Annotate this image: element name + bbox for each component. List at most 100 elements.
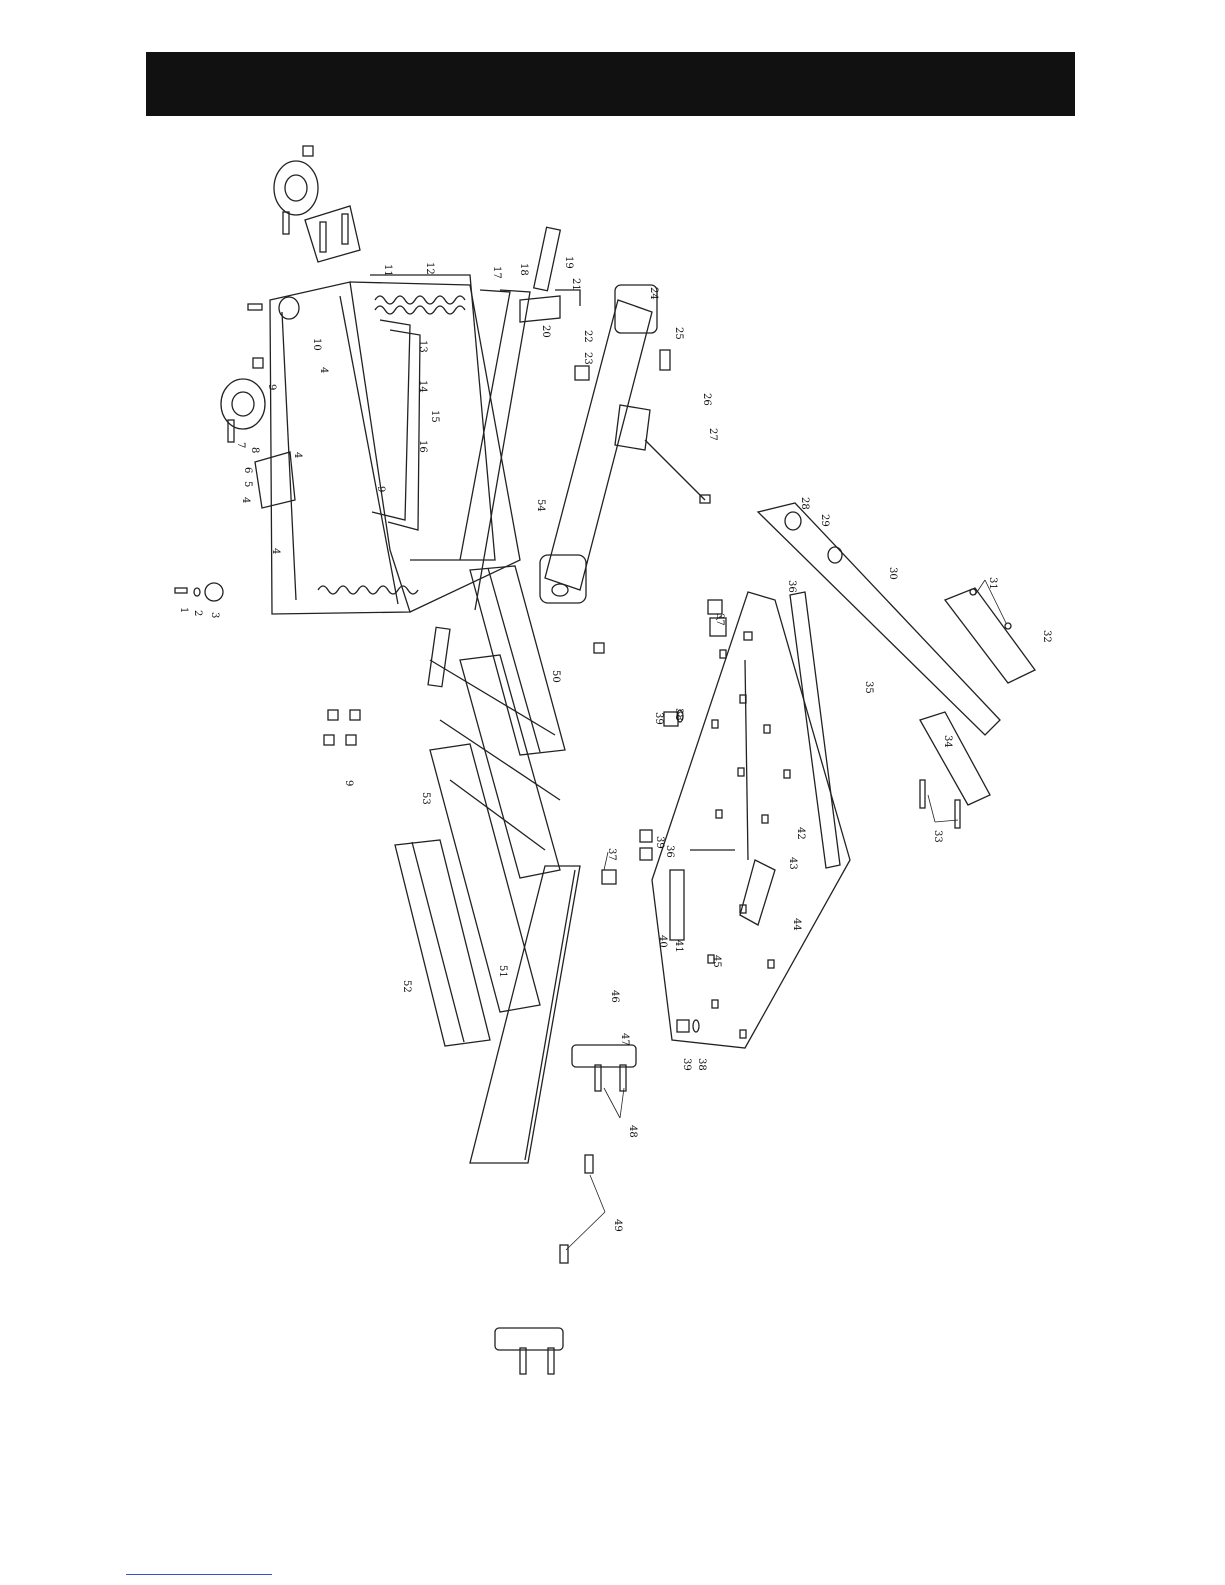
dot-31-a (970, 589, 976, 595)
part-label-19: 19 (563, 256, 574, 269)
frame-lattice-b (440, 720, 560, 800)
plate-46 (470, 866, 580, 1163)
plate-cutout-44 (740, 860, 775, 925)
frame-50-inner (488, 568, 540, 752)
frame-lattice-c (450, 780, 545, 850)
frame-52-inner (412, 842, 464, 1042)
leader-lines (566, 580, 1006, 1250)
part-label-39: 39 (681, 1058, 692, 1071)
caster-bolt-b (342, 214, 348, 244)
frame-52 (395, 840, 490, 1046)
nut-mid (253, 358, 263, 368)
part-label-34: 34 (942, 735, 953, 748)
nuts-9 (324, 710, 360, 745)
detail-block (495, 1328, 563, 1350)
part-label-42: 42 (795, 827, 806, 840)
part-label-5: 5 (242, 481, 253, 487)
detail-bolt-b (548, 1348, 554, 1374)
drawing-lines (175, 146, 1035, 1374)
part-label-47: 47 (619, 1033, 630, 1046)
spring-top (375, 296, 465, 314)
wheel-top (274, 161, 318, 215)
clip-34 (920, 712, 990, 805)
part-label-9: 9 (343, 780, 354, 786)
foot-washer (194, 588, 200, 596)
part-label-54: 54 (535, 499, 546, 512)
knob-29 (828, 547, 842, 563)
part-label-29: 29 (819, 514, 830, 527)
bolt-48-a (595, 1065, 601, 1091)
rod-27 (645, 440, 705, 500)
part-label-46: 46 (609, 990, 620, 1003)
pin-pair (594, 643, 604, 653)
part-label-31: 31 (987, 577, 998, 590)
tube-19 (534, 227, 561, 291)
pin-49-b (560, 1245, 568, 1263)
part-label-49: 49 (612, 1219, 623, 1232)
knob-28 (785, 512, 801, 530)
pin-49-a (585, 1155, 593, 1173)
part-label-8: 8 (249, 447, 260, 453)
knobs-37-39 (602, 600, 726, 1032)
pad-32 (945, 588, 1035, 683)
pin-33-b (955, 800, 960, 828)
part-label-35: 35 (863, 681, 874, 694)
bolt-48-b (620, 1065, 626, 1091)
frame-channel (350, 282, 520, 612)
slider-bar-14 (388, 330, 420, 530)
part-label-28: 28 (799, 497, 810, 510)
part-label-11: 11 (382, 264, 393, 277)
part-label-38: 38 (673, 708, 684, 721)
part-label-36: 36 (664, 845, 675, 858)
caster-bolt-a (320, 222, 326, 252)
part-label-50: 50 (550, 670, 561, 683)
foot-bolt (175, 588, 187, 593)
bar-41 (670, 870, 684, 940)
part-label-37: 37 (714, 613, 725, 626)
nut-top (303, 146, 313, 156)
part-label-20: 20 (540, 325, 551, 338)
part-label-41: 41 (673, 940, 684, 953)
part-label-38: 38 (696, 1058, 707, 1071)
part-label-12: 12 (424, 262, 435, 275)
part-label-32: 32 (1041, 630, 1052, 643)
part-label-45: 45 (711, 955, 722, 968)
sleeve-26 (615, 405, 650, 450)
main-frame-outer (270, 282, 410, 614)
part-label-51: 51 (497, 965, 508, 978)
pin-21 (555, 290, 580, 306)
part-label-48: 48 (627, 1125, 638, 1138)
part-label-15: 15 (429, 410, 440, 423)
part-label-4: 4 (318, 367, 329, 373)
footer-rule (126, 1574, 272, 1575)
part-label-30: 30 (887, 567, 898, 580)
part-label-16: 16 (417, 440, 428, 453)
foot-cap (205, 583, 223, 601)
part-label-14: 14 (417, 380, 428, 393)
part-label-4: 4 (292, 452, 303, 458)
beam-54 (545, 300, 652, 590)
part-label-21: 21 (570, 278, 581, 291)
pin-25 (660, 350, 670, 370)
beam-end-bottom-hole (552, 584, 568, 596)
part-label-9: 9 (266, 384, 277, 390)
part-label-24: 24 (648, 287, 659, 300)
rail-17-right (475, 290, 530, 610)
dot-31-b (1005, 623, 1011, 629)
part-label-40: 40 (657, 935, 668, 948)
pin-33-a (920, 780, 925, 808)
part-label-3: 3 (209, 612, 220, 618)
part-label-44: 44 (791, 918, 802, 931)
part-label-22: 22 (582, 330, 593, 343)
part-label-7: 7 (235, 442, 246, 448)
part-label-25: 25 (673, 327, 684, 340)
plate-bolts (708, 632, 790, 1038)
part-label-39: 39 (654, 836, 665, 849)
part-label-39: 39 (653, 712, 664, 725)
part-label-9: 9 (375, 486, 386, 492)
frame-lattice-a (430, 660, 555, 735)
part-label-13: 13 (417, 340, 428, 353)
wheel-top-hub (285, 175, 307, 201)
